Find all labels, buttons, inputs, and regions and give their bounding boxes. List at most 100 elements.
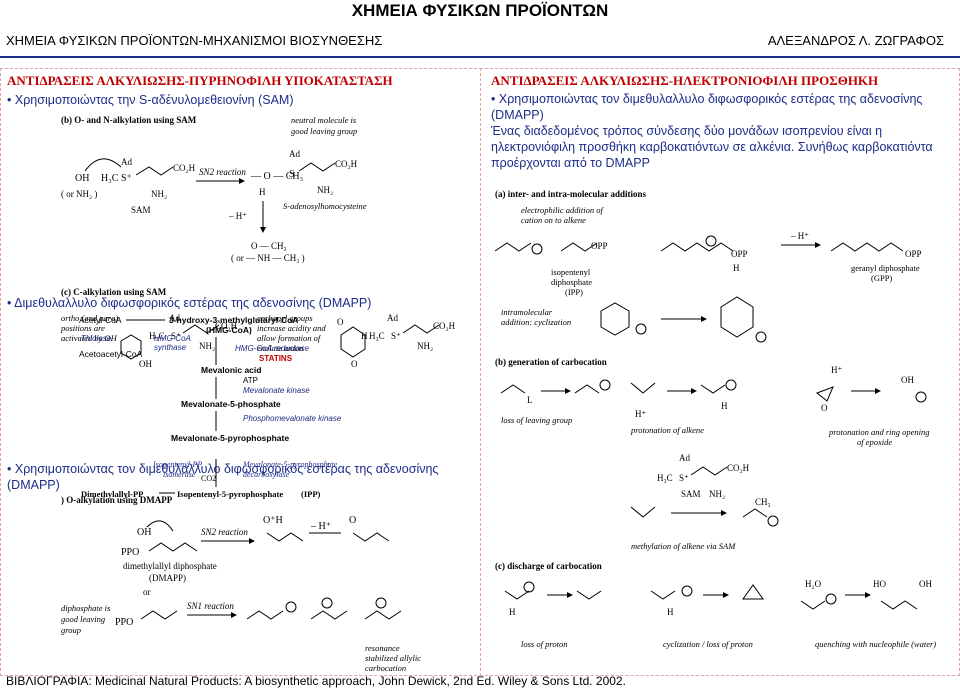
left-bullet-sam-text: Χρησιμοποιώντας την S-αδένυλομεθειονίνη … bbox=[14, 93, 294, 107]
nh2-label: NH₂ bbox=[151, 189, 167, 199]
left-panel: ΑΝΤΙΔΡΑΣΕΙΣ ΑΛΚΥΛΙΩΣΗΣ-ΠΥΡΗΝΟΦΙΛΗ ΥΠΟΚΑΤ… bbox=[0, 68, 482, 676]
course-subtitle: ΧΗΜΕΙΑ ΦΥΣΙΚΩΝ ΠΡΟΪΟΝΤΩΝ-ΜΗΧΑΝΙΣΜΟΙ ΒΙΟΣ… bbox=[6, 33, 383, 48]
m-h3c: H₃C bbox=[657, 473, 673, 483]
d-plus-2 bbox=[321, 597, 333, 609]
pw-acetoacetyl: Acetoacetyl-CoA bbox=[79, 349, 143, 359]
dione-o1: O bbox=[337, 317, 344, 327]
oh-group: OH bbox=[75, 173, 89, 184]
d-res-2: stabilized allylic bbox=[365, 653, 421, 663]
c-plus-1 bbox=[523, 581, 535, 593]
a-cyclohexane bbox=[720, 296, 754, 338]
o-ch3: O — CH₃ bbox=[251, 241, 287, 251]
electro-2: cation on to alkene bbox=[521, 215, 586, 225]
pw-decarboxylase: Mevalonate-5-pyrophosphate bbox=[242, 460, 338, 469]
c-loss-proton: loss of proton bbox=[521, 639, 567, 649]
pw-co2: CO2 bbox=[201, 474, 216, 483]
or-nh-ch3: ( or — NH — CH₃ ) bbox=[231, 253, 305, 263]
m-product bbox=[742, 508, 768, 518]
pw-mev5p: Mevalonate-5-phosphate bbox=[181, 399, 281, 409]
a-ipp-name-1: isopentenyl bbox=[551, 267, 591, 277]
sah-ad: Ad bbox=[289, 149, 300, 159]
m-sam: SAM bbox=[681, 489, 701, 499]
left-bullet-sam: • Χρησιμοποιώντας την S-αδένυλομεθειονίν… bbox=[7, 93, 294, 107]
arrow-curved bbox=[84, 158, 122, 172]
a-arrowhead bbox=[815, 242, 821, 248]
c-2-a bbox=[650, 590, 676, 600]
dione-h: H bbox=[361, 331, 368, 341]
pw-mev-kinase: Mevalonate kinase bbox=[243, 386, 310, 395]
a-minus-h: – H⁺ bbox=[790, 231, 809, 241]
b-l: L bbox=[527, 395, 533, 405]
c-oh: OH bbox=[919, 579, 932, 589]
d-sn2-arrowhead bbox=[249, 538, 255, 544]
right-panel: ΑΝΤΙΔΡΑΣΕΙΣ ΑΛΚΥΛΙΩΣΗΣ-ΗΛΕΚΤΡΟΝΙΟΦΙΛΗ ΠΡ… bbox=[480, 68, 960, 676]
a-ipp-abbr: (IPP) bbox=[565, 287, 583, 297]
pw-hmg-synthase-1: HMG-CoA bbox=[154, 334, 191, 343]
m-s: S⁺ bbox=[679, 473, 689, 483]
c-1-a bbox=[504, 590, 530, 600]
a-h: H bbox=[733, 263, 740, 273]
sah-s: S bbox=[289, 169, 295, 180]
dione-o2: O bbox=[351, 359, 358, 369]
b-substrate bbox=[500, 384, 526, 394]
m-nh2: NH₂ bbox=[709, 489, 725, 499]
neutral-note-2: good leaving group bbox=[291, 126, 357, 136]
pw-thiolase: Thiolase bbox=[81, 334, 112, 343]
d-sn2-label: SN2 reaction bbox=[201, 527, 248, 537]
b-cation-2 bbox=[700, 384, 726, 394]
sah-nh2: NH₂ bbox=[317, 185, 333, 195]
pw-phospho-kinase: Phosphomevalonate kinase bbox=[243, 414, 342, 423]
pw-mev5pp: Mevalonate-5-pyrophosphate bbox=[171, 433, 289, 443]
d-curved-arrow bbox=[146, 520, 174, 532]
m-ad: Ad bbox=[679, 453, 690, 463]
b-cation-1 bbox=[574, 384, 600, 394]
pw-isomerase-2: isomerase bbox=[163, 470, 196, 479]
m-methylation: methylation of alkene via SAM bbox=[631, 541, 736, 551]
pw-reductase: HMG-CoA reductase bbox=[235, 344, 310, 353]
m-chain bbox=[690, 466, 728, 476]
phenol-oh: OH bbox=[139, 359, 152, 369]
ortho-note-1: ortho (and para) bbox=[61, 313, 118, 323]
a-gpp-abbr: (GPP) bbox=[871, 273, 892, 283]
d-diphos-3: group bbox=[61, 625, 81, 635]
down-arrowhead bbox=[260, 227, 266, 233]
dmapp-alkylation-diagram: ) O-alkylation using DMAPP OH PPO dimeth… bbox=[61, 495, 421, 673]
a-plus-4 bbox=[755, 331, 767, 343]
d-sn1-label: SN1 reaction bbox=[187, 601, 234, 611]
intra-2: addition: cyclization bbox=[501, 317, 571, 327]
c-arrowhead-1 bbox=[567, 592, 573, 598]
c-h3c: H₃C bbox=[149, 331, 165, 341]
d-sn1-arrowhead bbox=[231, 612, 237, 618]
c-plus-2 bbox=[681, 585, 693, 597]
d-dmapp-chain bbox=[148, 542, 198, 552]
sulfonium: S⁺ bbox=[121, 173, 132, 184]
b-plus-1 bbox=[599, 379, 611, 391]
dione-ring bbox=[340, 326, 366, 358]
c-quenching: quenching with nucleophile (water) bbox=[815, 639, 936, 649]
dione-ad: Ad bbox=[387, 313, 398, 323]
b-loss-lg: loss of leaving group bbox=[501, 415, 572, 425]
fig-b2-label: (b) generation of carbocation bbox=[495, 357, 607, 367]
c-s: S⁺ bbox=[171, 331, 181, 341]
left-bullet-dmapp: • Διμεθυλαλλυλο διφωσφορικός εστέρας της… bbox=[7, 296, 372, 310]
d-plus-3 bbox=[375, 597, 387, 609]
fig-c2-label: (c) discharge of carbocation bbox=[495, 561, 602, 571]
d-plus-oh: O⁺H bbox=[263, 515, 283, 526]
dione-co2h: CO₂H bbox=[433, 321, 456, 331]
a-gpp-name: geranyl diphosphate bbox=[851, 263, 920, 273]
left-bullet-dmapp-use-text: Χρησιμοποιώντας τον διμεθυλαλλυλο διφωσφ… bbox=[7, 462, 439, 492]
phenol-ring bbox=[120, 334, 142, 360]
intra-1: intramolecular bbox=[501, 307, 553, 317]
m-alkene bbox=[630, 506, 656, 518]
m-co2h: CO₂H bbox=[727, 463, 750, 473]
product-h: H bbox=[259, 187, 266, 197]
b-arrowhead-3 bbox=[875, 388, 881, 394]
pw-isomerase: Isopentenyl-PP bbox=[152, 460, 202, 469]
a-plus-1 bbox=[531, 243, 543, 255]
left-bullet-dmapp-use: • Χρησιμοποιώντας τον διμεθυλαλλυλο διφω… bbox=[7, 462, 439, 492]
pw-ipp-abbr: (IPP) bbox=[301, 489, 321, 499]
b-alkene bbox=[630, 382, 656, 394]
c-3-b bbox=[880, 600, 918, 610]
c-cyclization: cyclization / loss of proton bbox=[663, 639, 753, 649]
dione-h3c: H₃C bbox=[369, 331, 385, 341]
